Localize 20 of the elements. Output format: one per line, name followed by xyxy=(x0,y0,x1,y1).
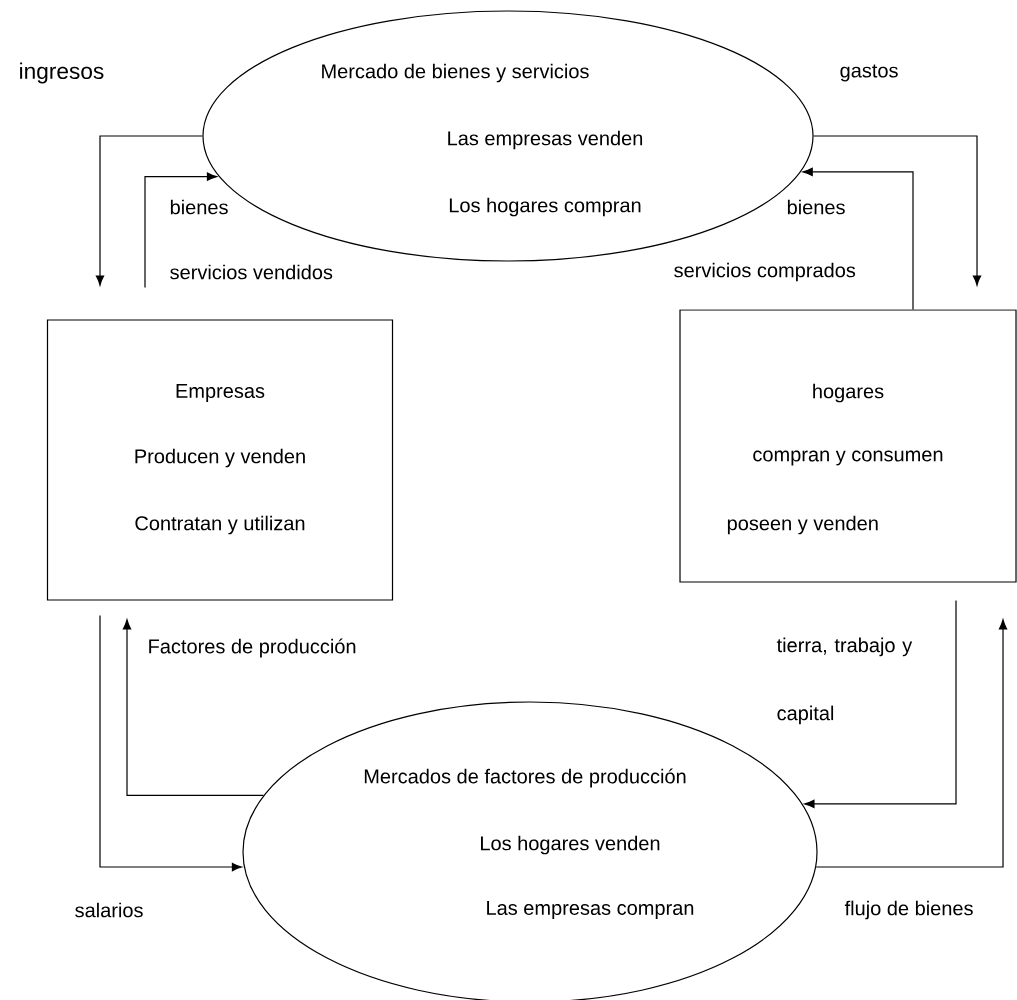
flow-arrow xyxy=(95,135,203,286)
flow-label: ingresos xyxy=(20,62,104,84)
flow-label: salarios xyxy=(75,902,143,918)
flow-label: bienes xyxy=(787,199,845,215)
flow-label: tierra, trabajo y capital xyxy=(776,637,913,725)
flow-label: Factores de producción xyxy=(149,638,356,658)
flow-arrow xyxy=(144,172,218,288)
flow-arrow xyxy=(813,135,982,286)
sector-box: Empresas Producen y venden Contratan y utilizan xyxy=(46,319,394,601)
flow-label: flujo de bienes xyxy=(844,900,973,920)
flow-label: servicios comprados xyxy=(674,262,856,282)
flow-label: servicios vendidos xyxy=(170,264,333,280)
flow-arrow xyxy=(802,167,914,310)
flow-arrow xyxy=(99,615,243,872)
flow-label: gastos xyxy=(840,64,898,82)
sector-box: hogares compran y consumen poseen y venden xyxy=(679,309,1017,583)
flow-arrow xyxy=(815,619,1008,868)
flow-arrow xyxy=(122,619,265,796)
flow-arrow xyxy=(804,600,957,809)
flow-label: bienes xyxy=(170,199,228,215)
